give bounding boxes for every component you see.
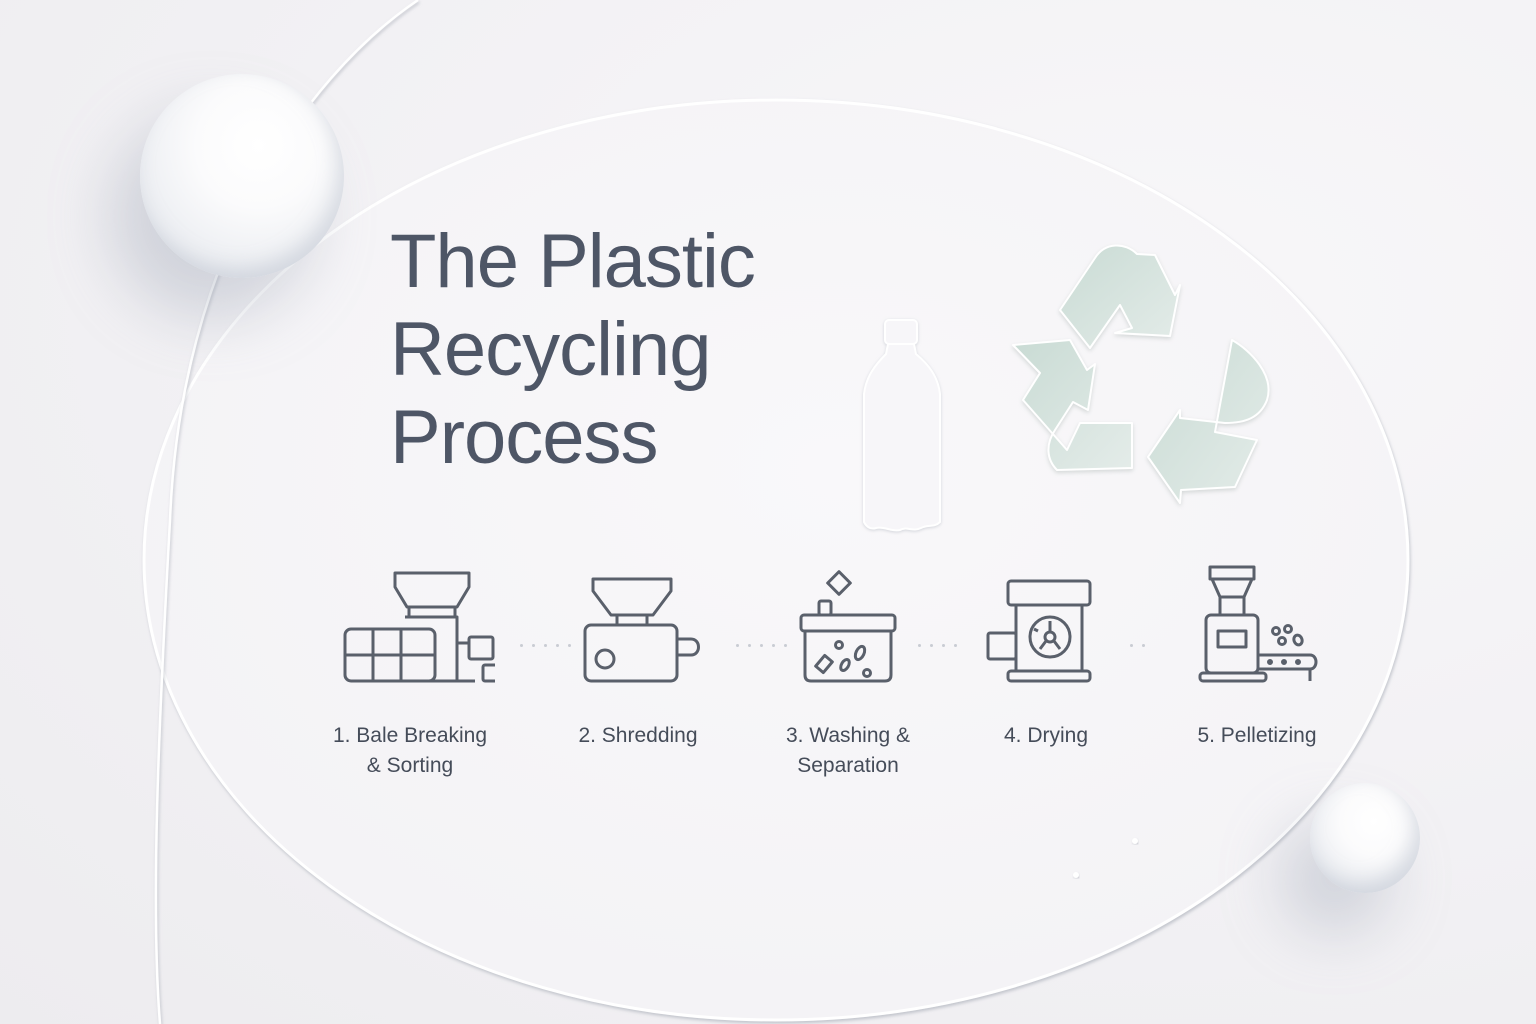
step-label-line-2: & Sorting xyxy=(366,754,454,777)
page-title: The Plastic Recycling Process xyxy=(390,218,756,482)
plastic-bottle-icon xyxy=(863,319,941,532)
step-label-line-2: Separation xyxy=(797,754,899,777)
decorative-sphere-small xyxy=(1310,783,1420,893)
process-step-1: 1. Bale Breaking & Sorting xyxy=(310,565,510,781)
step-label: 4. Drying xyxy=(946,721,1146,751)
step-connector-1-2 xyxy=(520,644,580,648)
process-step-4: 4. Drying xyxy=(946,565,1146,751)
title-line-3: Process xyxy=(390,395,659,480)
title-line-2: Recycling xyxy=(390,307,711,392)
step-label-line-1: 4. Drying xyxy=(1003,724,1089,747)
title-line-1: The Plastic xyxy=(390,219,756,304)
step-label: 3. Washing & Separation xyxy=(748,721,948,781)
step-connector-3-4 xyxy=(918,644,966,648)
washing-tank-icon xyxy=(799,570,897,683)
decorative-sphere-large xyxy=(140,74,344,278)
pelletizer-machine-icon xyxy=(1198,565,1318,683)
step-connector-4-5 xyxy=(1130,644,1154,648)
process-step-2: 2. Shredding xyxy=(538,565,738,751)
step-connector-2-3 xyxy=(736,644,796,648)
shredder-machine-icon xyxy=(583,577,700,683)
large-circle-outline xyxy=(142,98,1410,1022)
bale-breaker-machine-icon xyxy=(343,571,495,683)
process-step-5: 5. Pelletizing xyxy=(1157,565,1357,751)
process-step-3: 3. Washing & Separation xyxy=(748,565,948,781)
step-label-line-1: 3. Washing & xyxy=(785,724,911,747)
dryer-machine-icon xyxy=(986,579,1092,683)
step-label-line-1: 1. Bale Breaking xyxy=(332,724,488,747)
step-label: 5. Pelletizing xyxy=(1157,721,1357,751)
step-label: 2. Shredding xyxy=(538,721,738,751)
step-label-line-1: 2. Shredding xyxy=(578,724,698,747)
step-label: 1. Bale Breaking & Sorting xyxy=(310,721,510,781)
recycle-symbol-icon xyxy=(1012,244,1270,504)
step-label-line-1: 5. Pelletizing xyxy=(1197,724,1317,747)
